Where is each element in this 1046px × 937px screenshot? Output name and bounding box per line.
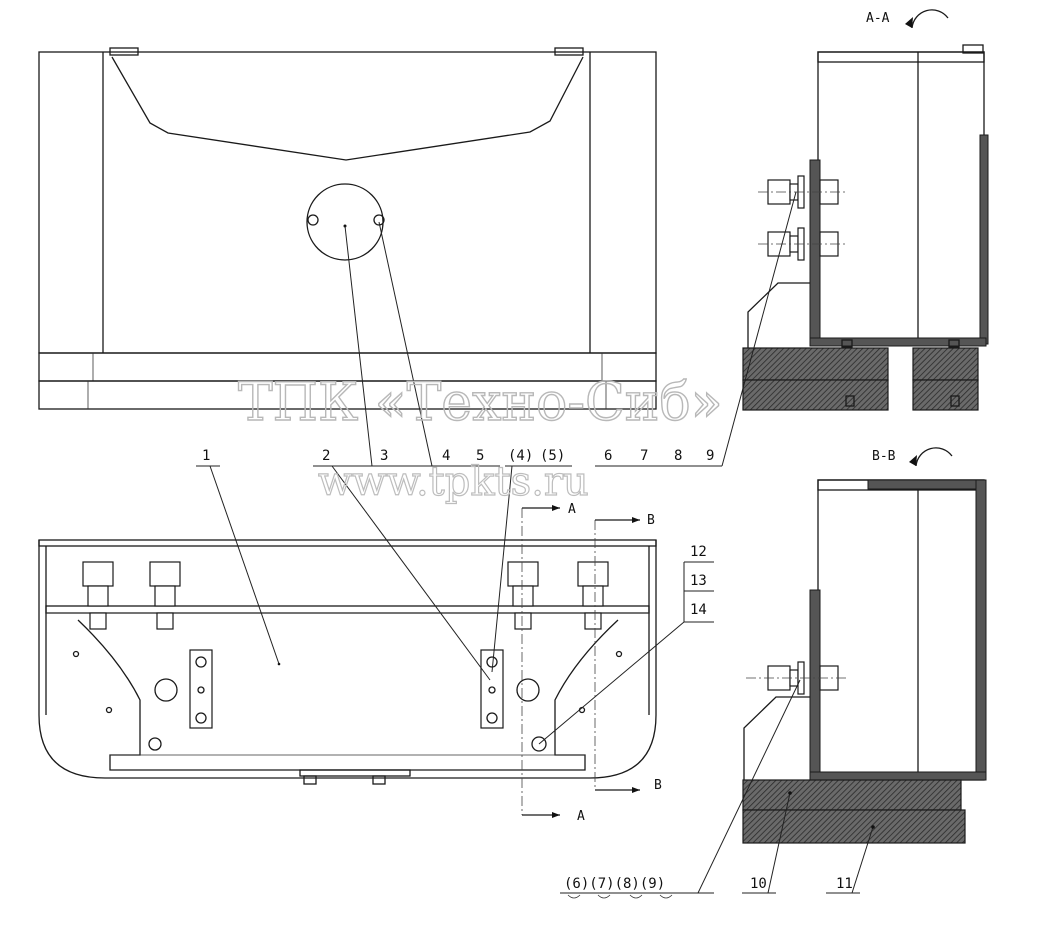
callout-14: 14: [690, 602, 707, 618]
callout-7: 7: [640, 448, 648, 464]
plan-bolt: [82, 561, 114, 630]
bolt-bb: [746, 661, 848, 695]
section-bb-view: B-B: [742, 447, 987, 844]
plan-bolt: [577, 561, 609, 630]
cut-label-a-bottom: A: [577, 809, 585, 824]
callout-9: 9: [706, 448, 714, 464]
watermark-url: www.tpkts.ru: [318, 459, 589, 505]
front-view: [38, 47, 657, 410]
callout-5-paren: (5): [540, 448, 565, 464]
section-aa-view: A-A: [742, 9, 989, 411]
bolt-upper: [758, 175, 846, 209]
cut-label-b-bottom: B: [654, 778, 662, 793]
plan-clamp-right: [480, 649, 504, 729]
callout-12: 12: [690, 544, 707, 560]
watermark: ТПК «Техно-Сиб» www.tpkts.ru: [237, 372, 723, 505]
callout-13: 13: [690, 573, 707, 589]
callout-2: 2: [322, 448, 330, 464]
callout-6: 6: [604, 448, 612, 464]
section-aa-label: A-A: [866, 11, 890, 26]
watermark-company: ТПК «Техно-Сиб»: [238, 373, 723, 433]
plan-view: A A B B: [38, 502, 662, 824]
callout-8: 8: [674, 448, 682, 464]
callout-1: 1: [202, 448, 210, 464]
plan-clamp-left: [189, 649, 213, 729]
callout-6789: (6)(7)(8)(9): [564, 876, 665, 892]
callout-4: 4: [442, 448, 450, 464]
front-view-round-plate: [306, 183, 384, 261]
section-bb-label: B-B: [872, 449, 896, 464]
cut-label-a-top: A: [568, 502, 576, 517]
callout-11: 11: [836, 876, 853, 892]
callouts: 1 2 3 4 5 (4) (5) 6 7 8 9 12 13 14 (6)(7…: [196, 191, 875, 899]
callout-10: 10: [750, 876, 767, 892]
plan-bolt: [507, 561, 539, 630]
callout-5: 5: [476, 448, 484, 464]
cut-label-b-top: B: [647, 513, 655, 528]
plan-bolt: [149, 561, 181, 630]
bolt-lower: [758, 227, 846, 261]
front-view-hole: [373, 214, 385, 226]
callout-4-paren: (4): [508, 448, 533, 464]
front-view-hole: [307, 214, 319, 226]
callout-3: 3: [380, 448, 388, 464]
